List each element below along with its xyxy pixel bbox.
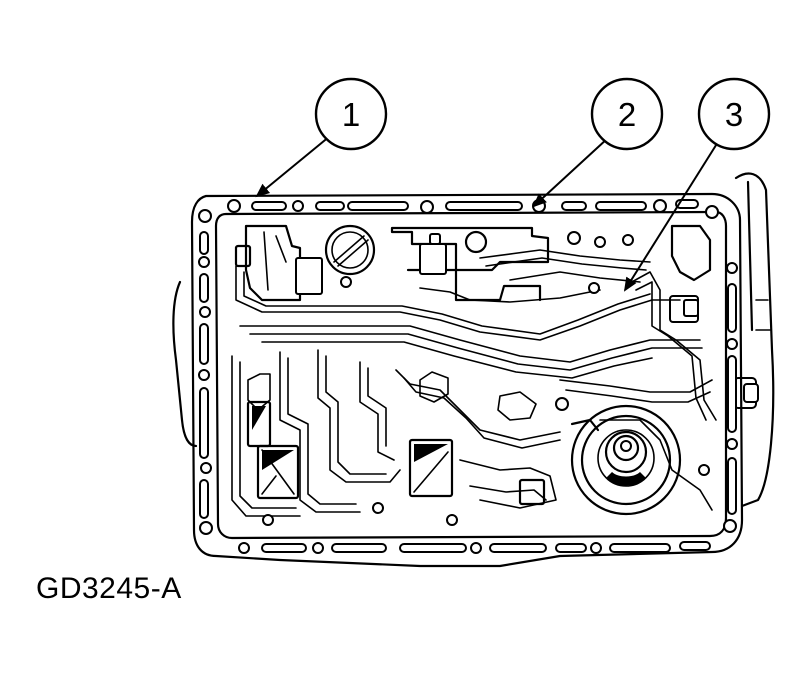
accumulator-assembly <box>570 404 682 516</box>
callout-3: 3 <box>697 77 771 151</box>
upper-valve-components <box>244 224 712 323</box>
callout-circle <box>590 77 664 151</box>
leader-1 <box>255 135 331 198</box>
callout-number: 3 <box>725 96 743 133</box>
leader-3 <box>623 141 719 292</box>
gasket-plate-outline <box>190 192 744 568</box>
callout-circle <box>314 77 388 151</box>
leader-2 <box>532 137 609 208</box>
callout-number: 2 <box>618 96 636 133</box>
callout-number: 1 <box>342 96 360 133</box>
transmission-case-edge <box>172 172 775 508</box>
callout-circle <box>697 77 771 151</box>
callout-2: 2 <box>590 77 664 151</box>
callout-1: 1 <box>314 77 388 151</box>
inner-holes <box>262 276 710 526</box>
figure-id-label: GD3245-A <box>36 572 182 605</box>
valve-pockets <box>234 244 546 506</box>
callout-leaders <box>255 135 719 292</box>
